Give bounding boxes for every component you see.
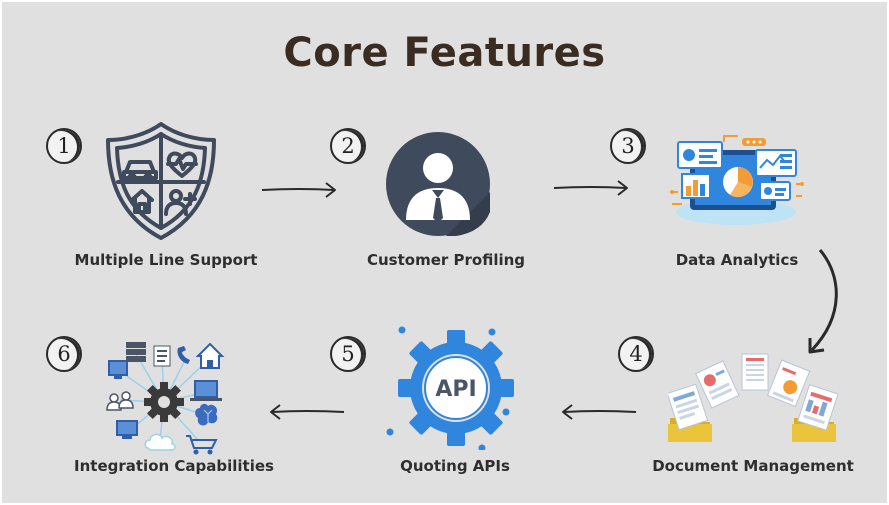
shield-icon — [106, 122, 216, 240]
feature-label-integration-capabilities: Integration Capabilities — [74, 457, 274, 475]
arrow-3-to-4 — [808, 249, 838, 354]
integration-network-icon — [106, 342, 225, 455]
document-folders-icon — [668, 353, 838, 442]
arrow-1-to-2 — [261, 182, 336, 198]
arrow-5-to-6 — [270, 404, 345, 420]
feature-label-customer-profiling: Customer Profiling — [366, 251, 526, 269]
step-badge-6: 6 — [46, 336, 82, 372]
analytics-dashboard-icon — [670, 135, 804, 225]
step-badge-1: 1 — [46, 128, 82, 164]
step-badge-2: 2 — [330, 128, 366, 164]
arrow-4-to-5 — [562, 404, 637, 420]
arrow-2-to-3 — [553, 180, 628, 196]
feature-label-data-analytics: Data Analytics — [675, 251, 799, 269]
api-gear-icon: API — [386, 326, 514, 450]
diagram-title: Core Features — [283, 30, 606, 76]
step-badge-3: 3 — [610, 128, 646, 164]
feature-label-document-management: Document Management — [652, 457, 854, 475]
api-text: API — [435, 377, 476, 402]
feature-label-quoting-apis: Quoting APIs — [400, 457, 510, 475]
user-profile-icon — [386, 132, 490, 236]
step-badge-5: 5 — [330, 336, 366, 372]
feature-label-multiple-line-support: Multiple Line Support — [74, 251, 258, 269]
step-badge-4: 4 — [618, 336, 654, 372]
